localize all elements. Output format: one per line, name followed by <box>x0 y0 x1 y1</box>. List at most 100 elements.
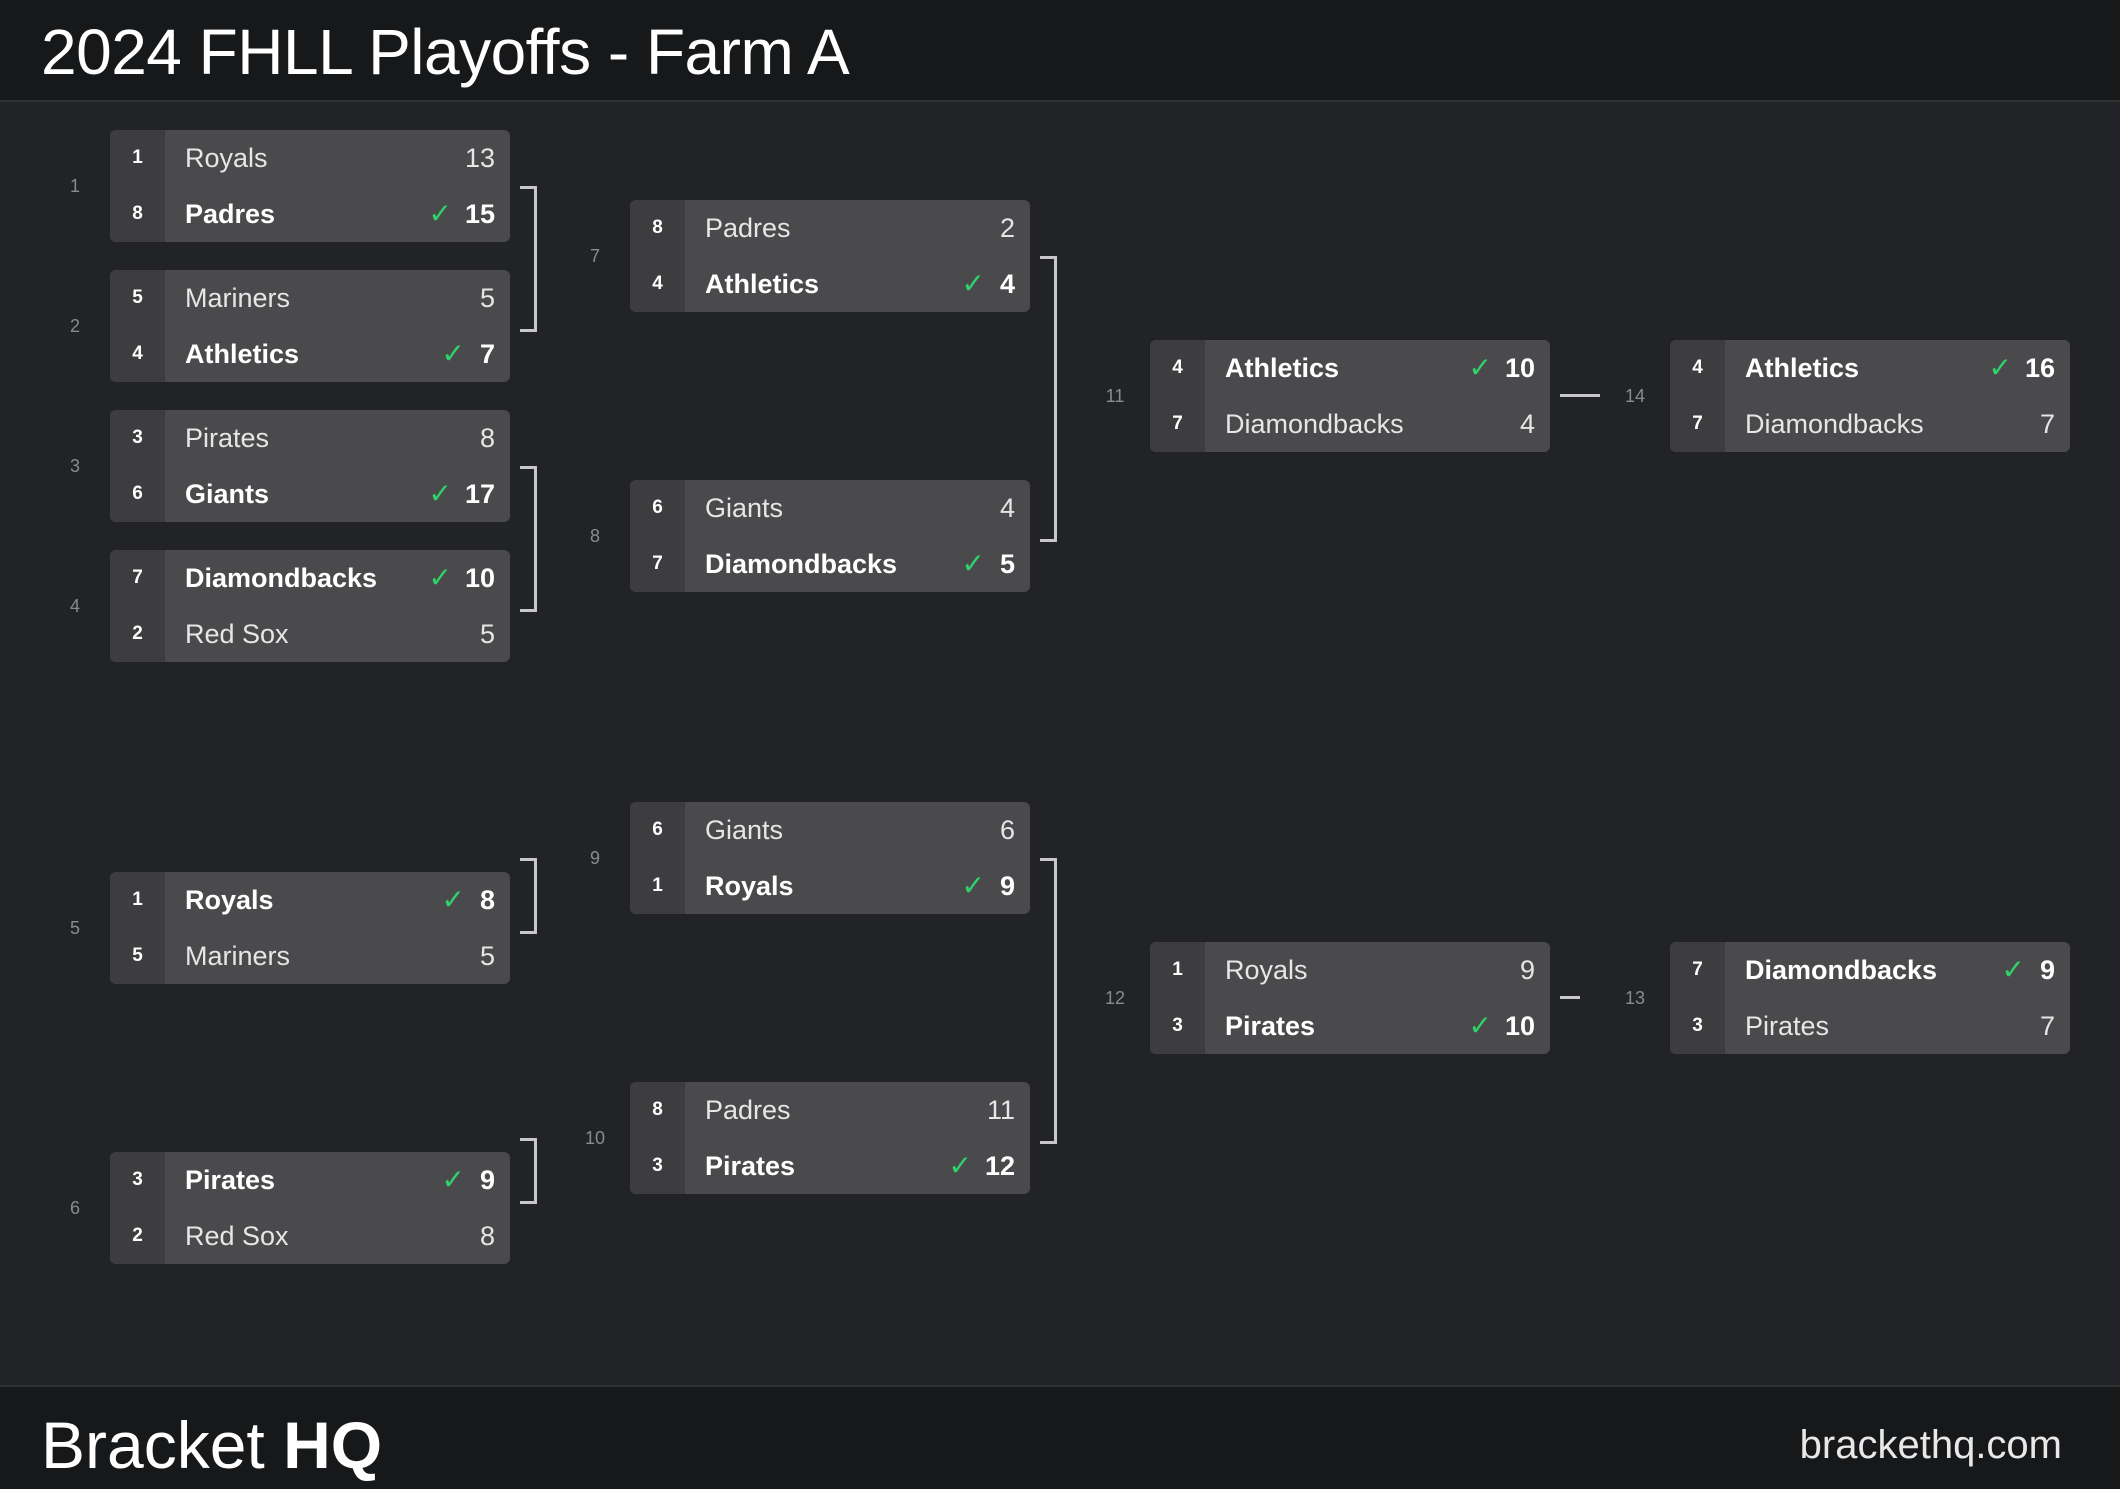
team-score: 5 <box>479 283 495 313</box>
team-score: 13 <box>464 143 495 173</box>
team-score: 5 <box>999 549 1015 579</box>
footer-bar: Bracket HQ brackethq.com <box>0 1385 2120 1489</box>
team-name: Diamondbacks <box>185 563 378 593</box>
team-row[interactable]: 7 Diamondbacks 5 ✓ <box>630 536 1030 592</box>
team-row[interactable]: 5 Mariners 5 <box>110 270 510 327</box>
bracket-connector <box>1040 858 1057 1144</box>
team-name: Giants <box>705 493 784 523</box>
team-seed: 3 <box>630 1138 685 1194</box>
team-name: Pirates <box>1745 1011 1830 1041</box>
team-seed: 1 <box>1150 942 1205 999</box>
match-number: 10 <box>584 1128 606 1148</box>
team-name: Athletics <box>1745 353 1860 383</box>
team-seed: 7 <box>1150 396 1205 452</box>
team-seed: 5 <box>110 270 165 327</box>
team-seed: 4 <box>1670 340 1725 397</box>
match-number: 1 <box>69 176 80 196</box>
match-number: 2 <box>69 316 80 336</box>
team-name: Mariners <box>185 283 291 313</box>
check-icon: ✓ <box>428 198 452 229</box>
team-name: Diamondbacks <box>705 549 898 579</box>
team-score: 10 <box>1504 353 1535 383</box>
team-name: Diamondbacks <box>1745 409 1924 439</box>
team-seed: 5 <box>110 928 165 984</box>
team-name: Athletics <box>705 269 820 299</box>
match-number: 13 <box>1624 988 1646 1008</box>
match-number: 7 <box>589 246 600 266</box>
match-number: 11 <box>1105 386 1125 406</box>
check-icon: ✓ <box>428 478 452 509</box>
team-seed: 7 <box>630 536 685 592</box>
site-link[interactable]: brackethq.com <box>1799 1423 2062 1467</box>
brand-logo[interactable]: Bracket HQ <box>41 1405 382 1485</box>
check-icon: ✓ <box>961 548 985 579</box>
team-name: Pirates <box>1225 1011 1316 1041</box>
team-score: 11 <box>986 1095 1015 1125</box>
team-score: 17 <box>464 479 495 509</box>
match-number: 6 <box>69 1198 80 1218</box>
team-name: Royals <box>1225 955 1308 985</box>
bracket-connector <box>520 186 537 332</box>
team-seed: 7 <box>1670 942 1725 999</box>
team-seed: 4 <box>630 256 685 312</box>
team-score: 8 <box>479 885 495 915</box>
team-name: Pirates <box>705 1151 796 1181</box>
team-seed: 4 <box>110 326 165 382</box>
match-number: 12 <box>1104 988 1126 1008</box>
match-number: 3 <box>69 456 80 476</box>
team-seed: 6 <box>630 480 685 537</box>
team-score: 8 <box>479 423 495 453</box>
team-seed: 8 <box>110 186 165 242</box>
team-seed: 2 <box>110 1208 165 1264</box>
team-score: 7 <box>2039 1011 2055 1041</box>
team-name: Pirates <box>185 423 270 453</box>
bracket-connector <box>520 858 537 934</box>
check-icon: ✓ <box>1988 352 2012 383</box>
team-seed: 7 <box>110 550 165 607</box>
team-seed: 1 <box>110 130 165 187</box>
team-seed: 8 <box>630 1082 685 1139</box>
match-number: 14 <box>1624 386 1646 406</box>
